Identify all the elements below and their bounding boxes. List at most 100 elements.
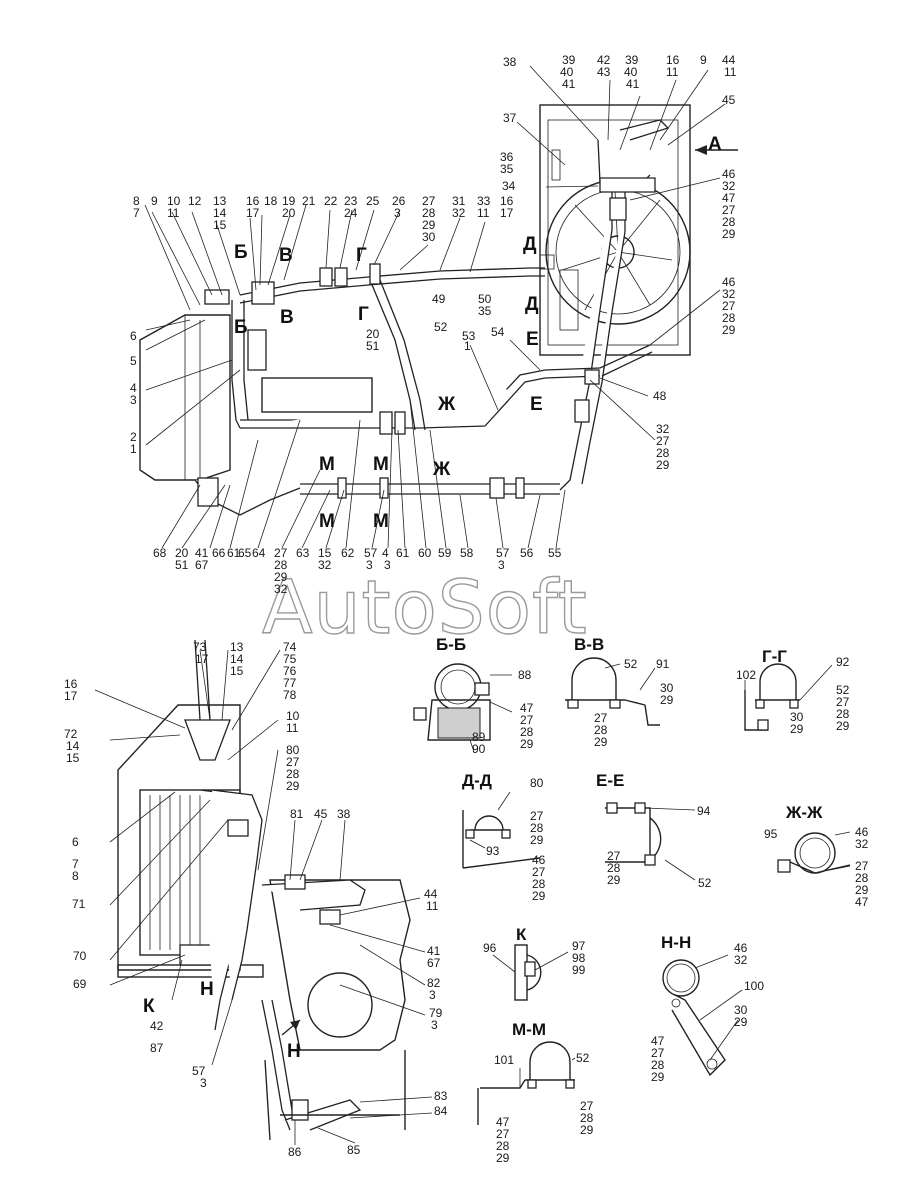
callout-number: 27 (722, 203, 736, 217)
detail-title-ee: Е-Е (596, 771, 624, 790)
detail-callout: 52 (836, 683, 850, 697)
callout-number: 3 (498, 558, 505, 572)
callout-number: 70 (73, 949, 87, 963)
callout-number: 3 (200, 1076, 207, 1090)
callout-number: 86 (288, 1145, 302, 1159)
detail-callout: 29 (651, 1070, 665, 1084)
detail-callout: 28 (594, 723, 608, 737)
callout-number: 28 (722, 215, 736, 229)
callout-number: 31 (452, 194, 466, 208)
callout-number: 84 (434, 1104, 448, 1118)
callout-number: 23 (344, 194, 358, 208)
callout-number: 36 (500, 150, 514, 164)
callout-number: 15 (213, 218, 227, 232)
detail-callout: 46 (734, 941, 748, 955)
callout-number: 81 (290, 807, 304, 821)
callout-number: 77 (283, 676, 297, 690)
k-hose-3 (261, 879, 366, 911)
detail-callout: 95 (764, 827, 778, 841)
diagonal-pipe-2 (379, 279, 426, 431)
detail-callout: 52 (576, 1051, 590, 1065)
section-marker: Д (525, 294, 539, 315)
detail-callout: 30 (660, 681, 674, 695)
detail-callout: 29 (790, 722, 804, 736)
callout-number: 63 (296, 546, 310, 560)
callout-number: 41 (562, 77, 576, 91)
callout-number: 41 (427, 944, 441, 958)
callout-number: 10 (286, 709, 300, 723)
section-marker: Г (356, 245, 367, 266)
detail-callout: 29 (530, 833, 544, 847)
detail-callout: 100 (744, 979, 764, 993)
diagonal-pipe (369, 279, 416, 431)
callout-number: 11 (477, 206, 490, 220)
callout-number: 45 (722, 93, 736, 107)
engine-pulley (307, 972, 373, 1038)
detail-ee (605, 802, 696, 881)
section-marker: Е (530, 394, 543, 415)
callout-number: 30 (422, 230, 436, 244)
callout-number: 14 (230, 652, 244, 666)
callout-number: 11 (666, 65, 679, 79)
section-marker: М (319, 511, 335, 532)
detail-callout: 28 (836, 707, 850, 721)
callout-number: 39 (562, 53, 576, 67)
callout-number: 16 (666, 53, 680, 67)
manifold (599, 177, 656, 193)
callout-number: 32 (274, 582, 288, 596)
callout-number: 28 (722, 311, 736, 325)
detail-callout: 80 (530, 776, 544, 790)
callout-number: 33 (477, 194, 491, 208)
callout-number: 61 (227, 546, 241, 560)
section-marker: Е (526, 329, 539, 350)
detail-callout: 46 (855, 825, 869, 839)
detail-title-gg: Г-Г (762, 647, 787, 666)
callout-number: 41 (626, 77, 640, 91)
callout-number: 11 (724, 65, 737, 79)
detail-callout: 28 (520, 725, 534, 739)
detail-callout: 28 (651, 1058, 665, 1072)
callout-number: 56 (520, 546, 534, 560)
detail-callout: 52 (698, 876, 712, 890)
callout-number: 82 (427, 976, 441, 990)
detail-callout: 29 (594, 735, 608, 749)
callout-number: 3 (431, 1018, 438, 1032)
callout-number: 32 (722, 287, 736, 301)
callout-number: 27 (274, 546, 288, 560)
callout-number: 9 (151, 194, 158, 208)
callout-number: 13 (230, 640, 244, 654)
callout-number: 29 (286, 779, 300, 793)
detail-nn (662, 954, 743, 1077)
callout-number: 28 (422, 206, 436, 220)
detail-callout: 99 (572, 963, 586, 977)
vertical-pipe-right-2 (581, 190, 626, 485)
callout-number: 29 (722, 227, 736, 241)
detail-callout: 28 (580, 1111, 594, 1125)
callout-number: 4 (130, 381, 137, 395)
callout-number: 21 (302, 194, 316, 208)
watermark: AutoSoft (262, 565, 588, 651)
section-marker: Д (523, 234, 537, 255)
detail-callout: 29 (855, 883, 869, 897)
callout-number: 85 (347, 1143, 361, 1157)
callout-number: 14 (213, 206, 227, 220)
callout-number: 35 (500, 162, 514, 176)
right-outlet (599, 344, 651, 369)
callout-number: 79 (429, 1006, 443, 1020)
section-marker: М (373, 454, 389, 475)
callout-number: 28 (656, 446, 670, 460)
detail-callout: 28 (532, 877, 546, 891)
detail-callout: 93 (486, 844, 500, 858)
detail-bb (413, 663, 513, 753)
detail-callout: 47 (855, 895, 869, 909)
detail-callout: 98 (572, 951, 586, 965)
detail-callout: 27 (520, 713, 534, 727)
view-a-arrowhead (695, 145, 707, 155)
callout-number: 40 (560, 65, 574, 79)
upper-pipe (239, 267, 545, 296)
detail-mm (477, 1041, 576, 1125)
detail-callout: 92 (836, 655, 850, 669)
detail-callout: 29 (660, 693, 674, 707)
